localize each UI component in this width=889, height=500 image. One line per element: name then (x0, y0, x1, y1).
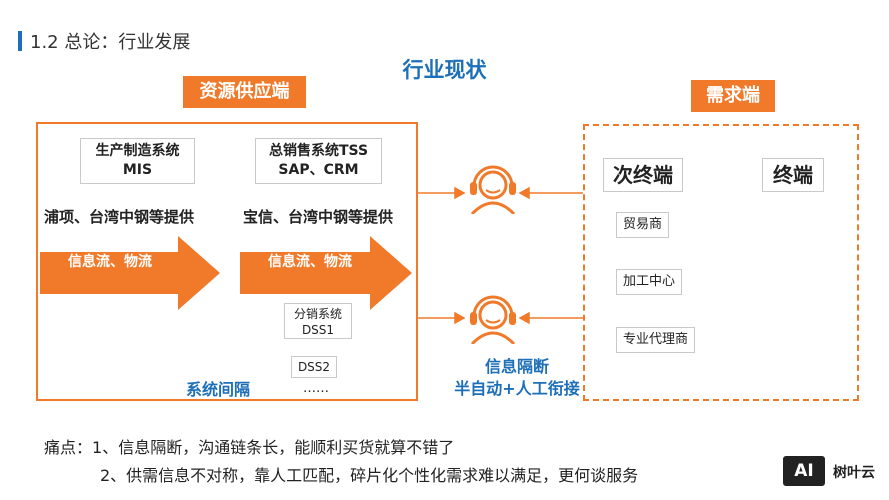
arrowhead-icon (454, 186, 466, 200)
pain-point-2-text: 2、供需信息不对称，靠人工匹配，碎片化个性化需求难以满足，更何谈服务 (100, 466, 639, 485)
dss1-line-2: DSS1 (301, 323, 335, 337)
sub-terminal-label: 次终端 (603, 158, 683, 192)
tss-provider-text: 宝信、台湾中钢等提供 (243, 208, 394, 226)
dss2-box: DSS2 (291, 356, 337, 378)
flow-arrow-2: 信息流、物流 (240, 236, 412, 310)
arrowhead-icon (518, 186, 530, 200)
pain-point-1: 痛点：1、信息隔断，沟通链条长，能顺利买货就算不错了 (44, 434, 454, 458)
pain-points-prefix: 痛点： (44, 438, 93, 457)
main-title: 行业现状 (402, 58, 487, 82)
logo-mark: AI (783, 456, 825, 486)
arrow-right-icon (40, 236, 220, 310)
customer-service-agent-icon (470, 165, 516, 214)
info-break-line-2: 半自动+人工衔接 (454, 379, 580, 398)
supply-side-tag: 资源供应端 (183, 76, 306, 108)
mis-line-1: 生产制造系统 (95, 143, 180, 159)
mis-provider-text: 浦项、台湾中钢等提供 (44, 208, 195, 226)
tss-line-1: 总销售系统TSS (268, 143, 369, 159)
system-gap-label: 系统间隔 (186, 380, 251, 399)
customer-service-agent-icon (470, 295, 516, 344)
pain-point-2: 2、供需信息不对称，靠人工匹配，碎片化个性化需求难以满足，更何谈服务 (100, 462, 638, 486)
dss1-line-1: 分销系统 (293, 307, 342, 321)
supply-side-frame (36, 122, 418, 401)
terminal-label: 终端 (762, 158, 824, 192)
dss1-box: 分销系统 DSS1 (284, 303, 352, 339)
flow-arrow-1: 信息流、物流 (40, 236, 220, 310)
info-break-label: 信息隔断 半自动+人工衔接 (422, 356, 612, 400)
demand-side-tag: 需求端 (691, 80, 775, 112)
demand-item-processing-center: 加工中心 (616, 269, 683, 295)
tss-system-box: 总销售系统TSS SAP、CRM (255, 138, 382, 184)
tss-line-2: SAP、CRM (278, 162, 359, 178)
arrow-right-icon (240, 236, 412, 310)
mis-line-2: MIS (122, 162, 153, 178)
arrowhead-icon (518, 311, 530, 325)
more-systems-ellipsis: …… (303, 381, 329, 396)
flow-arrow-1-label: 信息流、物流 (68, 254, 152, 270)
demand-side-frame (583, 124, 859, 401)
pain-point-1-text: 1、信息隔断，沟通链条长，能顺利买货就算不错了 (92, 438, 455, 457)
arrowhead-icon (454, 311, 466, 325)
mis-system-box: 生产制造系统 MIS (80, 138, 195, 184)
flow-arrow-2-label: 信息流、物流 (268, 254, 352, 270)
title-accent-bar (18, 31, 22, 51)
section-title: 1.2 总论：行业发展 (30, 32, 191, 53)
info-break-line-1: 信息隔断 (484, 357, 549, 376)
demand-item-trader: 贸易商 (616, 212, 670, 238)
logo-name: 树叶云 (833, 465, 875, 481)
demand-item-agent-dealer: 专业代理商 (616, 327, 696, 353)
